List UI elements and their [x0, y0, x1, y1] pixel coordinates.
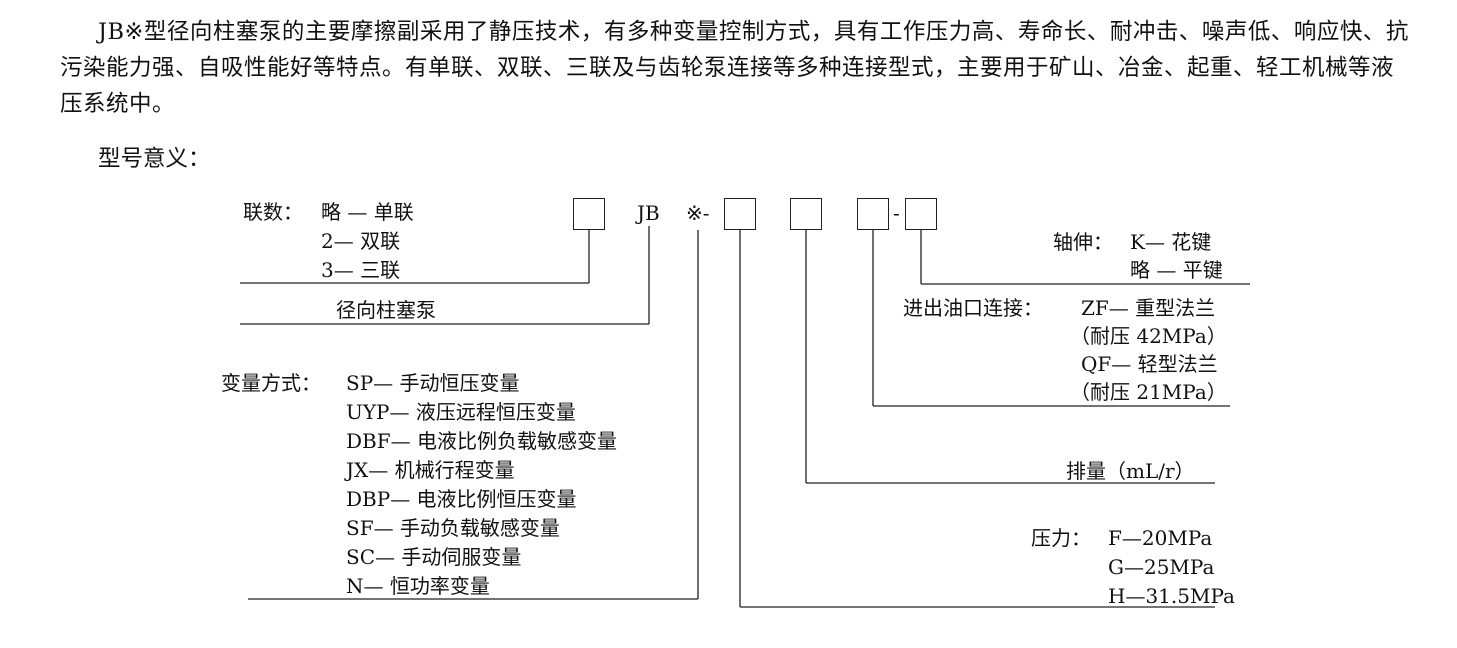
mode-option-5: DBP— 电液比例恒压变量	[346, 487, 577, 511]
mode-option-3: DBF— 电液比例负载敏感变量	[346, 429, 617, 453]
pressure-option-1: F—20MPa	[1108, 526, 1213, 550]
mode-option-1: SP— 手动恒压变量	[346, 371, 520, 395]
stages-option-2: 2— 双联	[321, 229, 401, 253]
port-line-4: （耐压 21MPa）	[1070, 380, 1227, 404]
mode-option-8: N— 恒功率变量	[346, 574, 490, 598]
shaft-option-1: K— 花键	[1130, 230, 1212, 254]
displacement-code-box	[790, 198, 822, 230]
pressure-option-2: G—25MPa	[1108, 555, 1215, 579]
pressure-option-3: H—31.5MPa	[1108, 584, 1235, 608]
port-line-1: ZF— 重型法兰	[1081, 296, 1216, 320]
mode-option-2: UYP— 液压远程恒压变量	[346, 400, 576, 424]
port-line-3: QF— 轻型法兰	[1081, 352, 1218, 376]
port-label: 进出油口连接：	[903, 296, 1043, 320]
pump-name: 径向柱塞泵	[336, 298, 436, 322]
code-jb: JB	[637, 201, 660, 225]
shaft-label: 轴伸：	[1053, 230, 1113, 254]
stages-label: 联数：	[243, 200, 303, 224]
pressure-code-box	[724, 198, 756, 230]
mode-option-6: SF— 手动负载敏感变量	[346, 516, 560, 540]
pressure-label: 压力：	[1031, 526, 1091, 550]
mode-option-4: JX— 机械行程变量	[346, 458, 515, 482]
port-line-2: （耐压 42MPa）	[1070, 324, 1227, 348]
code-dash: -	[893, 201, 900, 225]
port-code-box	[857, 198, 889, 230]
shaft-option-2: 略 — 平键	[1130, 258, 1223, 282]
stages-code-box	[573, 198, 605, 230]
model-heading: 型号意义：	[98, 146, 211, 172]
code-mark: ※-	[686, 201, 710, 225]
intro-paragraph: JB※型径向柱塞泵的主要摩擦副采用了静压技术，有多种变量控制方式，具有工作压力高…	[60, 19, 1409, 117]
stages-option-1: 略 — 单联	[321, 200, 414, 224]
shaft-code-box	[905, 198, 937, 230]
stages-option-3: 3— 三联	[321, 258, 401, 282]
displacement-label: 排量（mL/r）	[1066, 459, 1195, 483]
mode-option-7: SC— 手动伺服变量	[346, 545, 522, 569]
mode-label: 变量方式：	[221, 371, 321, 395]
